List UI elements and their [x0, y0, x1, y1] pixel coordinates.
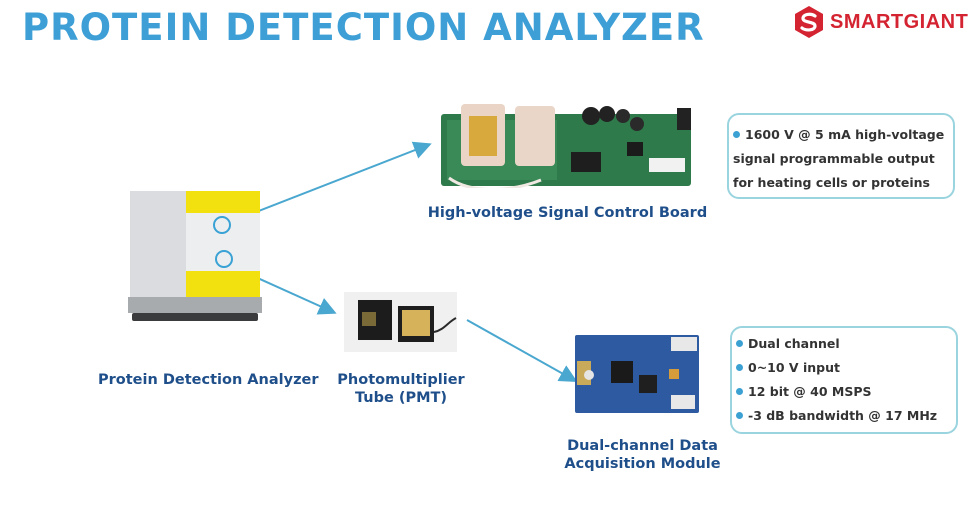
bullet-icon	[736, 340, 743, 347]
pmt-label-line: Tube (PMT)	[354, 390, 448, 406]
bullet-icon	[733, 131, 740, 138]
spec-line: -3 dB bandwidth @ 17 MHz	[736, 404, 956, 428]
pmt-label-line: Photomultiplier	[337, 372, 465, 388]
brand-logo-icon	[795, 6, 823, 38]
spec-line: signal programmable output	[733, 147, 953, 171]
hv-board-spec-box: 1600 V @ 5 mA high-voltage signal progra…	[727, 113, 955, 199]
spec-text: 0~10 V input	[748, 360, 840, 375]
analyzer-label: Protein Detection Analyzer	[98, 372, 319, 388]
pmt-image	[344, 292, 457, 352]
spec-line: 1600 V @ 5 mA high-voltage	[733, 123, 953, 147]
daq-label: Dual-channel Data Acquisition Module	[555, 437, 730, 473]
hv-board-image	[441, 102, 691, 188]
brand-name: SMARTGIANT	[830, 11, 969, 33]
spec-line: 12 bit @ 40 MSPS	[736, 380, 956, 404]
analyzer-device-image	[128, 185, 264, 325]
bullet-icon	[736, 388, 743, 395]
spec-line: 0~10 V input	[736, 356, 956, 380]
spec-line: for heating cells or proteins	[733, 171, 953, 195]
bullet-icon	[736, 412, 743, 419]
pmt-label: Photomultiplier Tube (PMT)	[330, 371, 472, 407]
arrow-pmt-to-daq	[466, 319, 578, 382]
spec-text: 12 bit @ 40 MSPS	[748, 384, 872, 399]
hv-board-label: High-voltage Signal Control Board	[427, 205, 708, 221]
daq-label-line: Dual-channel Data	[567, 438, 718, 454]
daq-module-image	[575, 335, 699, 413]
daq-label-line: Acquisition Module	[564, 456, 721, 472]
spec-text: 1600 V @ 5 mA high-voltage	[745, 127, 945, 142]
daq-spec-box: Dual channel 0~10 V input 12 bit @ 40 MS…	[730, 326, 958, 434]
spec-text: for heating cells or proteins	[733, 175, 930, 190]
page-title: PROTEIN DETECTION ANALYZER	[22, 6, 705, 49]
arrow-analyzer-to-hv-board	[232, 141, 432, 222]
spec-text: signal programmable output	[733, 151, 935, 166]
spec-line: Dual channel	[736, 332, 956, 356]
spec-text: -3 dB bandwidth @ 17 MHz	[748, 408, 938, 423]
brand-logo: SMARTGIANT	[791, 5, 971, 39]
spec-text: Dual channel	[748, 336, 840, 351]
bullet-icon	[736, 364, 743, 371]
